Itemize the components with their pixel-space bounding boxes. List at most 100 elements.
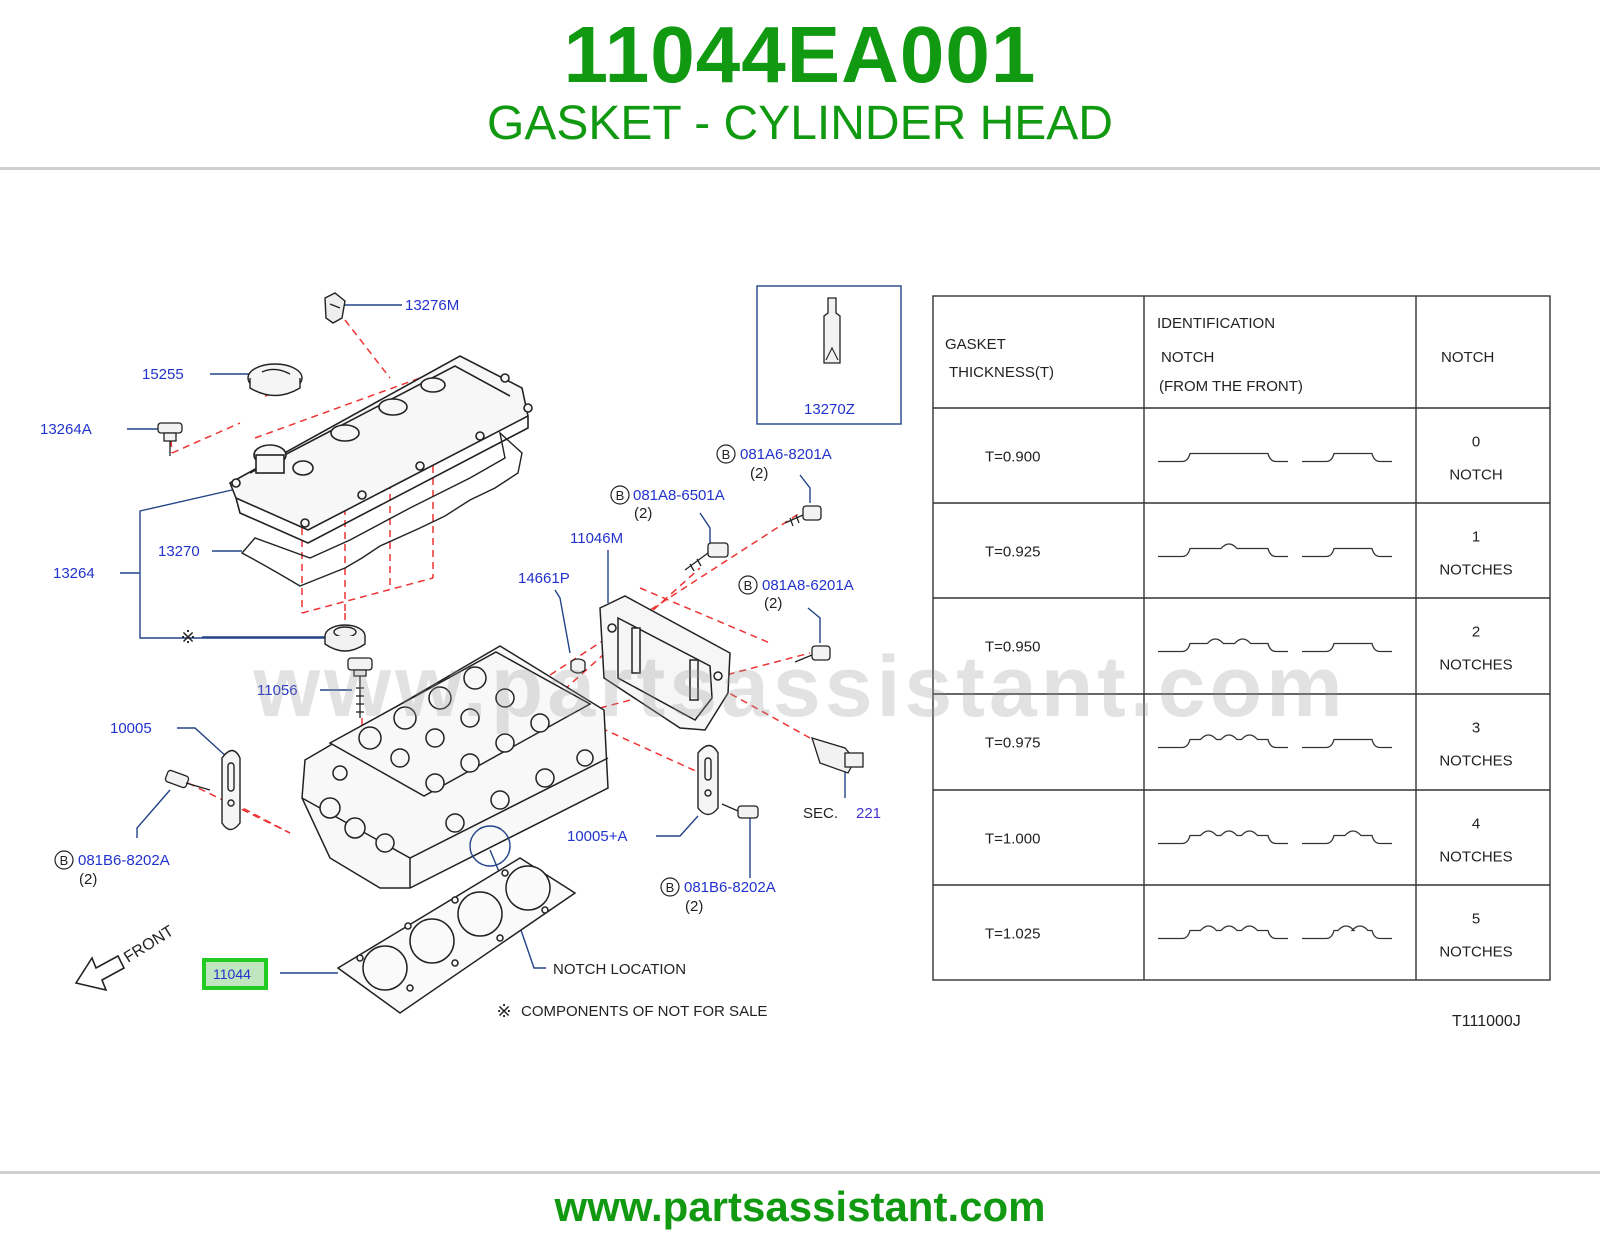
table-notch-count: 2 — [1472, 624, 1480, 641]
b-markers — [54, 444, 758, 897]
notch-profile-main — [1158, 543, 1288, 558]
table-notch-unit: NOTCH — [1449, 467, 1502, 484]
callout-10005: 10005 — [110, 720, 152, 737]
highlight-box-11044 — [202, 958, 268, 990]
callout-bolt-081B6-8202A-front: 081B6-8202A — [78, 852, 170, 869]
notch-profile-secondary — [1302, 452, 1392, 463]
callout-sec-number: 221 — [856, 805, 881, 822]
table-thickness-cell: T=0.925 — [985, 544, 1040, 561]
notch-profile-main — [1158, 452, 1288, 463]
table-thickness-cell: T=1.000 — [985, 831, 1040, 848]
dowel-pin — [570, 658, 586, 674]
callout-11056: 11056 — [257, 682, 298, 699]
table-notch-count: 4 — [1472, 816, 1480, 833]
bracket-bolt-rear — [721, 803, 759, 819]
table-rows: T=0.9000NOTCHT=0.9251NOTCHEST=0.9502NOTC… — [985, 434, 1513, 961]
callout-bolt-081A8-6201A: 081A8-6201A — [762, 577, 854, 594]
notch-profile-secondary — [1302, 642, 1392, 653]
callout-13270Z: 13270Z — [804, 401, 855, 418]
callout-sec-prefix: SEC. — [803, 805, 838, 822]
part-number-title: 11044EA001 — [563, 10, 1037, 99]
parts-diagram-svg: 13276M 15255 13264A 13270 13264 13270Z 0… — [40, 285, 1551, 1030]
table-notch-count: 3 — [1472, 720, 1480, 737]
bolt-081A8-6501A — [684, 542, 729, 572]
rocker-cover-gasket — [240, 431, 523, 587]
table-thickness-cell: T=0.950 — [985, 639, 1040, 656]
callout-13264: 13264 — [53, 565, 95, 582]
callout-13270: 13270 — [158, 543, 200, 560]
callout-15255: 15255 — [142, 366, 184, 383]
notch-profile-secondary — [1302, 738, 1392, 749]
callout-13276M: 13276M — [405, 297, 459, 314]
header-divider — [0, 167, 1600, 170]
bolt-081A6 — [784, 505, 822, 527]
table-thickness-cell: T=0.975 — [985, 735, 1040, 752]
callout-11044[interactable]: 11044 — [213, 966, 251, 982]
callout-14661P: 14661P — [518, 570, 570, 587]
notch-profile-main — [1158, 734, 1288, 749]
bolt-081A8-6201A — [794, 645, 831, 663]
footer-url[interactable]: www.partsassistant.com — [554, 1183, 1046, 1230]
qty-bolt-081B6-rear: (2) — [685, 898, 703, 915]
diagram-code: T111000J — [1452, 1013, 1521, 1030]
cylinder-head — [301, 645, 609, 889]
lifting-bracket-front — [221, 749, 241, 831]
notch-profile-main — [1158, 638, 1288, 653]
callout-13264A: 13264A — [40, 421, 92, 438]
callout-bolt-081B6-8202A-rear: 081B6-8202A — [684, 879, 776, 896]
notch-profile-main — [1158, 830, 1288, 845]
table-notch-unit: NOTCHES — [1439, 657, 1512, 674]
table-notch-unit: NOTCHES — [1439, 753, 1512, 770]
notch-profile-secondary — [1302, 547, 1392, 558]
table-header-gasket: GASKET — [945, 336, 1006, 353]
b-marker-letter: B — [744, 578, 753, 593]
not-for-sale-mark: ※ — [180, 627, 195, 647]
rocker-cover — [228, 355, 533, 544]
inset-13270Z — [756, 285, 902, 425]
qty-bolt-081A6: (2) — [750, 465, 768, 482]
parts-diagram: 13276M 15255 13264A 13270 13264 13270Z 0… — [0, 268, 1600, 1088]
table-notch-count: 1 — [1472, 529, 1480, 546]
cam-sensor — [811, 737, 864, 774]
b-marker-letter: B — [722, 447, 731, 462]
table-thickness-cell: T=1.025 — [985, 926, 1040, 943]
oil-filler-cap — [247, 363, 303, 397]
lifting-bracket-rear — [697, 744, 719, 816]
b-marker-letter: B — [60, 853, 69, 868]
notch-location-label: NOTCH LOCATION — [553, 961, 686, 978]
table-header-thickness: THICKNESS(T) — [949, 364, 1054, 381]
notch-table — [932, 295, 1551, 981]
table-header-from-front: (FROM THE FRONT) — [1159, 378, 1303, 395]
components-note: COMPONENTS OF NOT FOR SALE — [521, 1003, 767, 1020]
qty-bolt-081A8-6201A: (2) — [764, 595, 782, 612]
callout-10005A: 10005+A — [567, 828, 627, 845]
table-notch-unit: NOTCHES — [1439, 944, 1512, 961]
notch-profile-secondary — [1302, 830, 1392, 845]
head-bolt — [347, 657, 373, 718]
table-header-identification: IDENTIFICATION — [1157, 315, 1275, 332]
not-for-sale-mark: ※ — [496, 1001, 511, 1021]
table-header-notch-count: NOTCH — [1441, 349, 1494, 366]
part-name-subtitle: GASKET - CYLINDER HEAD — [487, 97, 1113, 150]
page-header: 11044EA001 GASKET - CYLINDER HEAD — [0, 0, 1600, 168]
qty-bolt-081A8-6501A: (2) — [634, 505, 652, 522]
table-notch-count: 5 — [1472, 911, 1480, 928]
qty-bolt-081B6-front: (2) — [79, 871, 97, 888]
table-thickness-cell: T=0.900 — [985, 449, 1040, 466]
table-header-notch: NOTCH — [1161, 349, 1214, 366]
cover-bolt — [157, 422, 183, 456]
seal-ring — [324, 624, 366, 652]
b-marker-letter: B — [666, 880, 675, 895]
table-notch-unit: NOTCHES — [1439, 849, 1512, 866]
notch-profile-secondary — [1302, 925, 1392, 940]
table-notch-unit: NOTCHES — [1439, 562, 1512, 579]
b-marker-letter: B — [616, 488, 625, 503]
table-notch-count: 0 — [1472, 434, 1480, 451]
breather-plug — [324, 292, 346, 324]
callout-bolt-081A8-6501A: 081A8-6501A — [633, 487, 725, 504]
callout-bolt-081A6-8201A: 081A6-8201A — [740, 446, 832, 463]
front-label: FRONT — [121, 923, 177, 967]
cylinder-head-gasket — [336, 857, 577, 1014]
footer-divider — [0, 1171, 1600, 1174]
notch-location-marker — [469, 825, 511, 867]
